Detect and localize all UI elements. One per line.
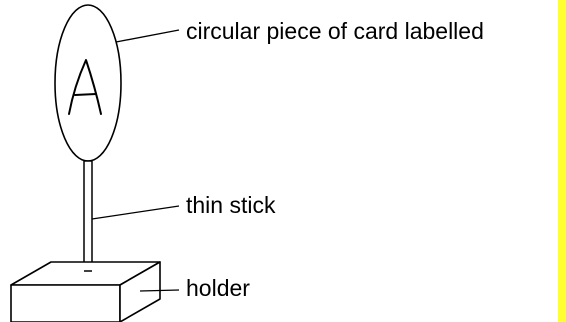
thin-stick <box>83 160 93 272</box>
stick-label: thin stick <box>186 192 276 218</box>
holder-box <box>10 261 161 322</box>
holder-leader-line <box>139 289 180 292</box>
card-letter <box>68 59 102 115</box>
card-leader-line <box>115 29 180 43</box>
circular-card <box>54 4 122 162</box>
stick-leader-line <box>91 205 180 220</box>
holder-label: holder <box>186 275 250 301</box>
margin-bar <box>558 0 566 322</box>
card-label: circular piece of card labelled <box>186 18 484 44</box>
